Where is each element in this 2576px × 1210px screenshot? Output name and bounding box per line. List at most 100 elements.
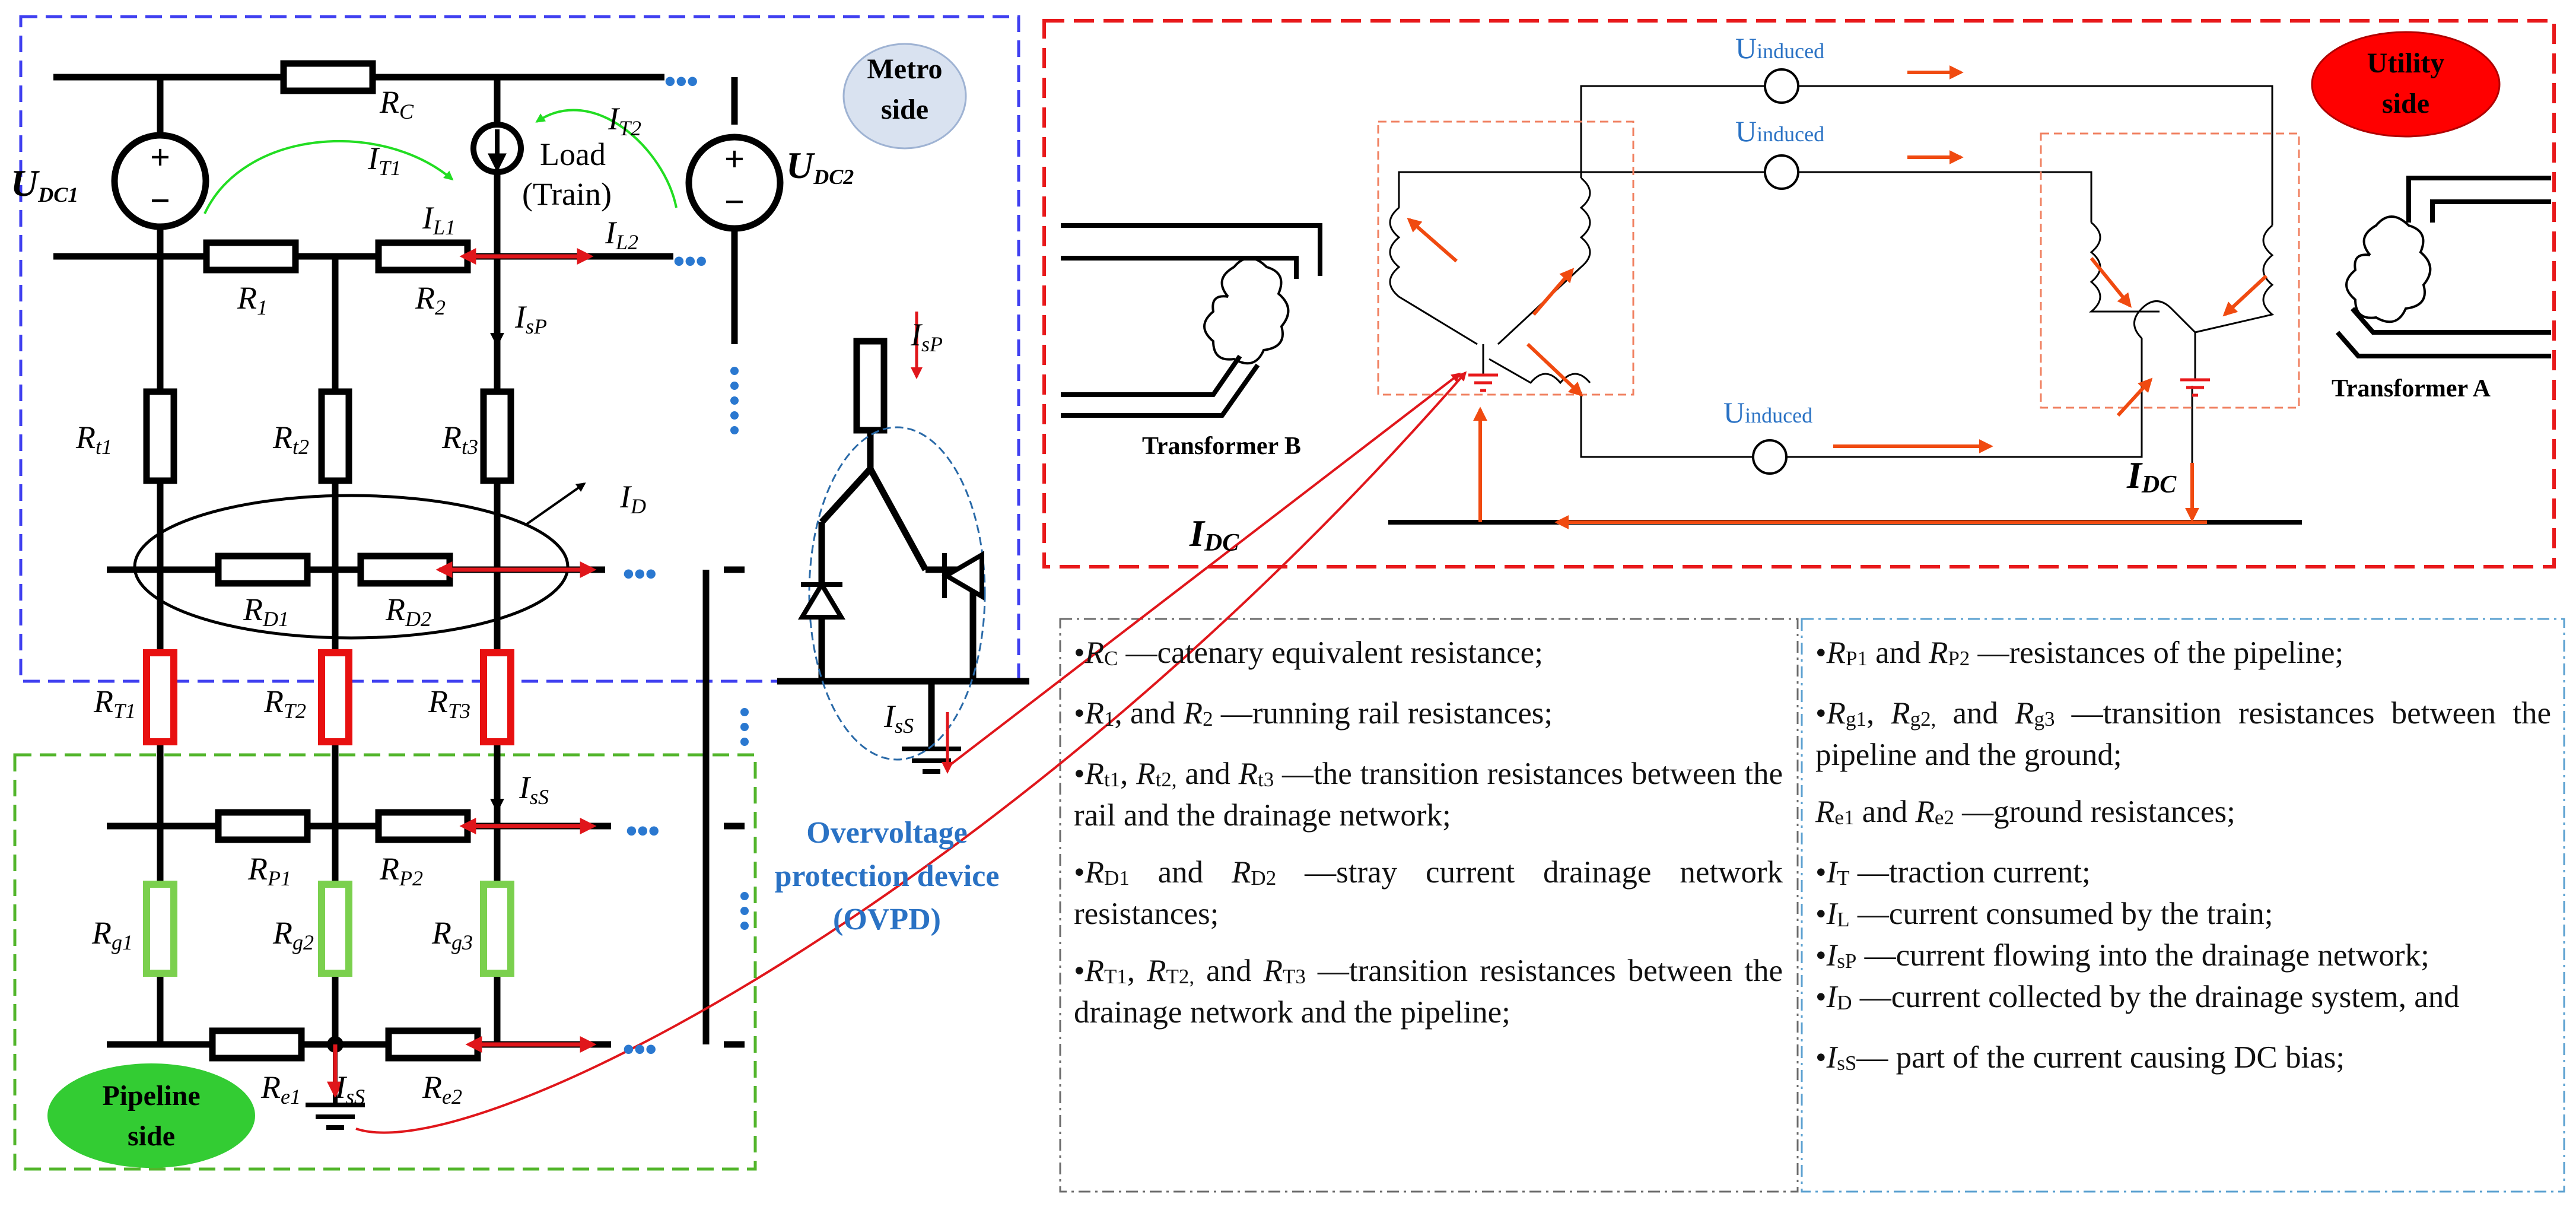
legend-subscript: D1 <box>1103 866 1130 890</box>
legend-symbol: I <box>1826 897 1837 931</box>
legend-text: • <box>1815 980 1827 1014</box>
utility-side-badge: Utility side <box>2311 31 2501 138</box>
legend-text: • <box>1815 938 1827 973</box>
resistor-rd1 <box>215 552 311 587</box>
legend-subscript: t2, <box>1155 768 1177 791</box>
svg-text:side: side <box>128 1120 175 1152</box>
legend-symbol: I <box>1826 938 1837 973</box>
resistor-rt1 <box>143 388 177 484</box>
legend-subscript: D <box>1837 991 1852 1014</box>
svg-text:+: + <box>724 139 745 179</box>
svg-text:IT1: IT1 <box>367 141 401 180</box>
resistor-rT1 <box>143 649 177 745</box>
legend-text: • <box>1074 696 1085 731</box>
legend-text: —current flowing into the drainage netwo… <box>1856 938 2429 973</box>
svg-text:Rg2: Rg2 <box>272 915 314 954</box>
legend-text: , <box>1866 696 1891 731</box>
legend-text: and <box>1129 855 1232 890</box>
legend-text: • <box>1815 696 1827 731</box>
legend-text: • <box>1815 636 1827 670</box>
legend-text: • <box>1074 757 1085 791</box>
svg-text:protection device: protection device <box>775 859 1000 893</box>
svg-text:UDC1: UDC1 <box>11 162 78 207</box>
legend-symbol: R <box>1826 636 1846 670</box>
legend-text: • <box>1815 1040 1827 1075</box>
metro-side-badge: Metro side <box>842 43 967 150</box>
legend-entry: •RP1 and RP2 —resistances of the pipelin… <box>1815 634 2551 675</box>
resistor-rp2 <box>375 809 471 843</box>
resistor-re1 <box>209 1027 305 1062</box>
legend-symbol: R <box>1085 757 1104 791</box>
svg-text:−: − <box>724 182 745 221</box>
current-source-load <box>470 122 524 175</box>
traction-current-arrows <box>203 109 678 214</box>
svg-text:RD1: RD1 <box>243 592 289 631</box>
legend-text: • <box>1815 897 1827 931</box>
continuation-dots-vertical <box>730 367 749 930</box>
legend-symbol: R <box>1085 696 1104 731</box>
legend-text: and <box>1194 954 1264 988</box>
legend-subscript: T2, <box>1166 965 1195 988</box>
legend-right: •RP1 and RP2 —resistances of the pipelin… <box>1815 634 2551 1099</box>
legend-symbol: R <box>1891 696 1910 731</box>
legend-symbol: I <box>1826 1040 1837 1075</box>
legend-text: and <box>1854 795 1916 829</box>
resistor-rg2 <box>318 881 352 977</box>
resistor-re2 <box>385 1027 481 1062</box>
resistor-rT2 <box>318 649 352 745</box>
legend-symbol: R <box>1085 636 1104 670</box>
utility-labels: Uinduced Uinduced Uinduced IDC IDC Trans… <box>1142 31 2491 557</box>
legend-entry: •IL —current consumed by the train; <box>1815 895 2551 936</box>
svg-text:RC: RC <box>379 84 414 123</box>
legend-subscript: t3 <box>1258 768 1274 791</box>
legend-subscript: P2 <box>1948 647 1970 670</box>
legend-symbol: R <box>1085 954 1104 988</box>
legend-symbol: R <box>1085 855 1104 890</box>
legend-symbol: R <box>1136 757 1156 791</box>
legend-subscript: T <box>1837 866 1850 890</box>
resistor-r2 <box>375 239 471 274</box>
svg-text:RD2: RD2 <box>385 592 431 631</box>
svg-text:IsS: IsS <box>883 698 914 738</box>
legend-symbol: R <box>1815 795 1835 829</box>
legend-text: • <box>1074 855 1085 890</box>
legend-text: —the transition resistances between the … <box>1074 757 1783 833</box>
svg-text:IDC: IDC <box>2126 454 2177 498</box>
svg-text:Utility: Utility <box>2367 47 2445 79</box>
legend-subscript: 1 <box>1103 707 1115 731</box>
legend-entry: •Rg1, Rg2, and Rg3 —transition resistanc… <box>1815 694 2551 774</box>
svg-text:Rt1: Rt1 <box>75 420 112 459</box>
svg-text:Uinduced: Uinduced <box>1735 31 1824 65</box>
legend-text: —ground resistances; <box>1954 795 2235 829</box>
legend-subscript: sS <box>1837 1052 1857 1075</box>
legend-symbol: R <box>1238 757 1258 791</box>
legend-symbol: R <box>2015 696 2034 731</box>
ground-symbol-ovpd <box>902 747 961 774</box>
legend-text: —traction current; <box>1849 855 2091 890</box>
legend-entry: Re1 and Re2 —ground resistances; <box>1815 793 2551 834</box>
legend-subscript: T1 <box>1103 965 1127 988</box>
svg-text:IL2: IL2 <box>605 215 638 254</box>
transformer-b-symbol <box>1061 223 1322 418</box>
resistor-rt2 <box>318 388 352 484</box>
legend-text: • <box>1815 855 1827 890</box>
svg-text:•••: ••• <box>623 556 657 592</box>
svg-text:side: side <box>2382 88 2429 119</box>
legend-subscript: 2 <box>1203 707 1213 731</box>
legend-symbol: R <box>1183 696 1203 731</box>
legend-entry: •RD1 and RD2 —stray current drainage net… <box>1074 853 1783 933</box>
legend-symbol: R <box>1915 795 1935 829</box>
legend-text: , <box>1120 757 1137 791</box>
svg-text:RP2: RP2 <box>379 851 423 890</box>
svg-text:IL1: IL1 <box>422 200 456 239</box>
legend-text: • <box>1074 954 1085 988</box>
resistors-red <box>143 649 514 745</box>
pipeline-side-border <box>13 753 757 1171</box>
svg-text:Uinduced: Uinduced <box>1723 396 1812 429</box>
id-arrow <box>526 482 586 525</box>
transformer-a-symbol <box>2335 176 2551 358</box>
legend-subscript: P1 <box>1845 647 1868 670</box>
metro-current-arrows <box>327 248 953 1098</box>
svg-text:IsS: IsS <box>335 1069 365 1109</box>
